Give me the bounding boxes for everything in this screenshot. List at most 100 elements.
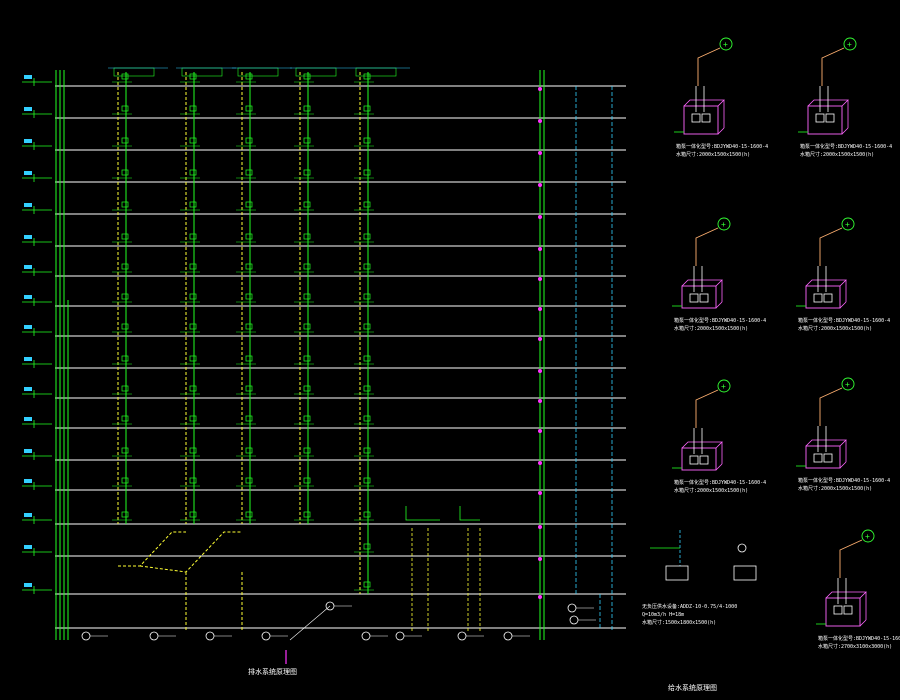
tank-side (715, 463, 723, 471)
valve-dot (538, 595, 542, 599)
floor-branch (245, 323, 253, 330)
valve-dot (538, 151, 542, 155)
pump (843, 605, 853, 615)
riser-tag (355, 67, 397, 77)
pump (823, 453, 833, 463)
floor-branch (121, 323, 129, 330)
tank-top (805, 439, 847, 447)
valve-dot (538, 183, 542, 187)
tank-unit: +箱泵一体化型号:BDJYWD40-15-1600-4水箱尺寸:2700x310… (816, 529, 900, 650)
floor-branch (189, 323, 197, 330)
tank-model-text: 箱泵一体化型号:BDJYWD40-15-1600-4 (674, 317, 766, 324)
riser-tag (113, 67, 155, 77)
tank-box (807, 105, 843, 135)
fixture-circle (361, 631, 371, 641)
tank-side (839, 301, 847, 309)
supply-pipe (695, 227, 719, 266)
valve-dot (538, 87, 542, 91)
floor-branch (245, 201, 253, 208)
pump-size-text: 水箱尺寸:1500x1800x1500(h) (642, 619, 716, 626)
floor-branch (121, 385, 129, 392)
plus-symbol (841, 377, 855, 391)
riser-tag (181, 67, 223, 77)
tank-size-text: 水箱尺寸:2000x1500x1500(h) (674, 325, 748, 332)
tank-side (859, 619, 867, 627)
floor-branch (363, 447, 371, 454)
floor-branch (363, 323, 371, 330)
plus-symbol (843, 37, 857, 51)
floor-branch (363, 73, 371, 80)
small-branch (405, 506, 440, 521)
tank-box (805, 285, 841, 309)
plus-symbol (841, 217, 855, 231)
pump-flow-text: Q=10m3/h H=18m (642, 612, 684, 618)
elevation-label-box (24, 107, 32, 111)
floor-branch (189, 201, 197, 208)
tank-side (839, 461, 847, 469)
floor-branch (121, 201, 129, 208)
supply-pipe (695, 389, 719, 428)
small-branch (459, 506, 480, 521)
fixture-circle (569, 615, 579, 625)
floor-branch (121, 73, 129, 80)
plus-symbol (861, 529, 875, 543)
floor-branch (363, 233, 371, 240)
offset-pipe (139, 531, 242, 573)
tank-side (841, 127, 849, 135)
supply-pipe (819, 227, 843, 266)
pump (833, 605, 843, 615)
elevation-label-box (24, 513, 32, 517)
elevation-label-box (24, 583, 32, 587)
floor-branch (363, 543, 371, 550)
pump (689, 293, 699, 303)
pump (689, 455, 699, 465)
floor-branch (121, 293, 129, 300)
plus-mark: + (845, 380, 850, 389)
floor-branch (189, 355, 197, 362)
floor-branch (303, 233, 311, 240)
riser-pipes (55, 67, 613, 640)
floor-branch (189, 169, 197, 176)
fixture-circle (503, 631, 513, 641)
plus-symbol (717, 379, 731, 393)
floor-branch (121, 477, 129, 484)
valve-dot (538, 429, 542, 433)
diag-line (289, 605, 331, 641)
tank-size-text: 水箱尺寸:2000x1500x1500(h) (800, 151, 874, 158)
tank-unit: +箱泵一体化型号:BDJYWD40-15-1600-4水箱尺寸:2000x150… (798, 37, 892, 158)
floor-branch (245, 511, 253, 518)
valve-dot (538, 247, 542, 251)
floor-branch (189, 477, 197, 484)
plus-mark: + (721, 382, 726, 391)
floor-branch (363, 137, 371, 144)
elevation-label-box (24, 417, 32, 421)
pump (825, 113, 835, 123)
elevation-label-box (24, 325, 32, 329)
floor-branch (245, 355, 253, 362)
floor-branch (303, 105, 311, 112)
valve-dot (538, 461, 542, 465)
tank-side (715, 301, 723, 309)
floor-branch (245, 169, 253, 176)
valve-dot (538, 525, 542, 529)
riser-tag (295, 67, 337, 77)
floor-branch (303, 511, 311, 518)
floor-branch (363, 355, 371, 362)
tank-box (681, 447, 717, 471)
riser-tag (237, 67, 279, 77)
floor-branch (303, 323, 311, 330)
floor-branch (121, 263, 129, 270)
elevation-label-box (24, 479, 32, 483)
fixture-circle (205, 631, 215, 641)
floor-branch (303, 201, 311, 208)
floor-branch (245, 415, 253, 422)
pump (813, 453, 823, 463)
floor-branch (189, 233, 197, 240)
floor-branch (245, 447, 253, 454)
fixture-circle (567, 603, 577, 613)
supply-pipe (839, 539, 863, 578)
elevation-label-box (24, 75, 32, 79)
main-title: 给水系统原理图 (668, 683, 717, 692)
valve-dot (538, 307, 542, 311)
